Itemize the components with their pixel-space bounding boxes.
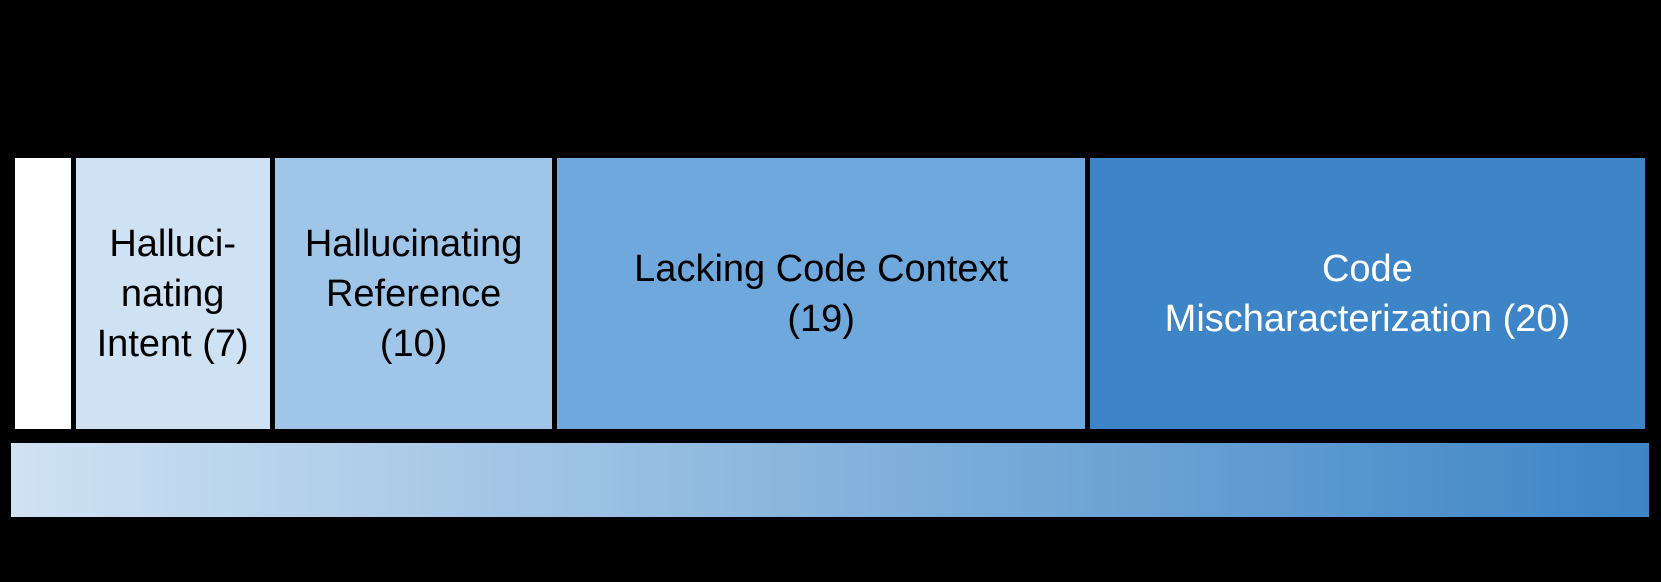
segment-label-code-mischaracterization: Code Mischaracterization (20): [1164, 247, 1571, 340]
bar-segment-code-mischaracterization: Code Mischaracterization (20): [1089, 158, 1645, 429]
segment-label-hallucinating-reference: Hallucinating Reference (10): [304, 222, 523, 365]
bar-segment-unlabeled: [15, 158, 71, 429]
bar-segment-lacking-code-context: Lacking Code Context (19): [557, 158, 1085, 429]
segment-label-hallucinating-intent: Halluci- nating Intent (7): [96, 222, 249, 365]
segment-label-lacking-code-context: Lacking Code Context (19): [634, 247, 1009, 340]
gradient-legend-bar: [11, 443, 1649, 517]
stacked-bar: Halluci- nating Intent (7) Hallucinating…: [10, 153, 1650, 434]
bar-segment-hallucinating-intent: Halluci- nating Intent (7): [75, 158, 270, 429]
bar-segment-hallucinating-reference: Hallucinating Reference (10): [274, 158, 553, 429]
